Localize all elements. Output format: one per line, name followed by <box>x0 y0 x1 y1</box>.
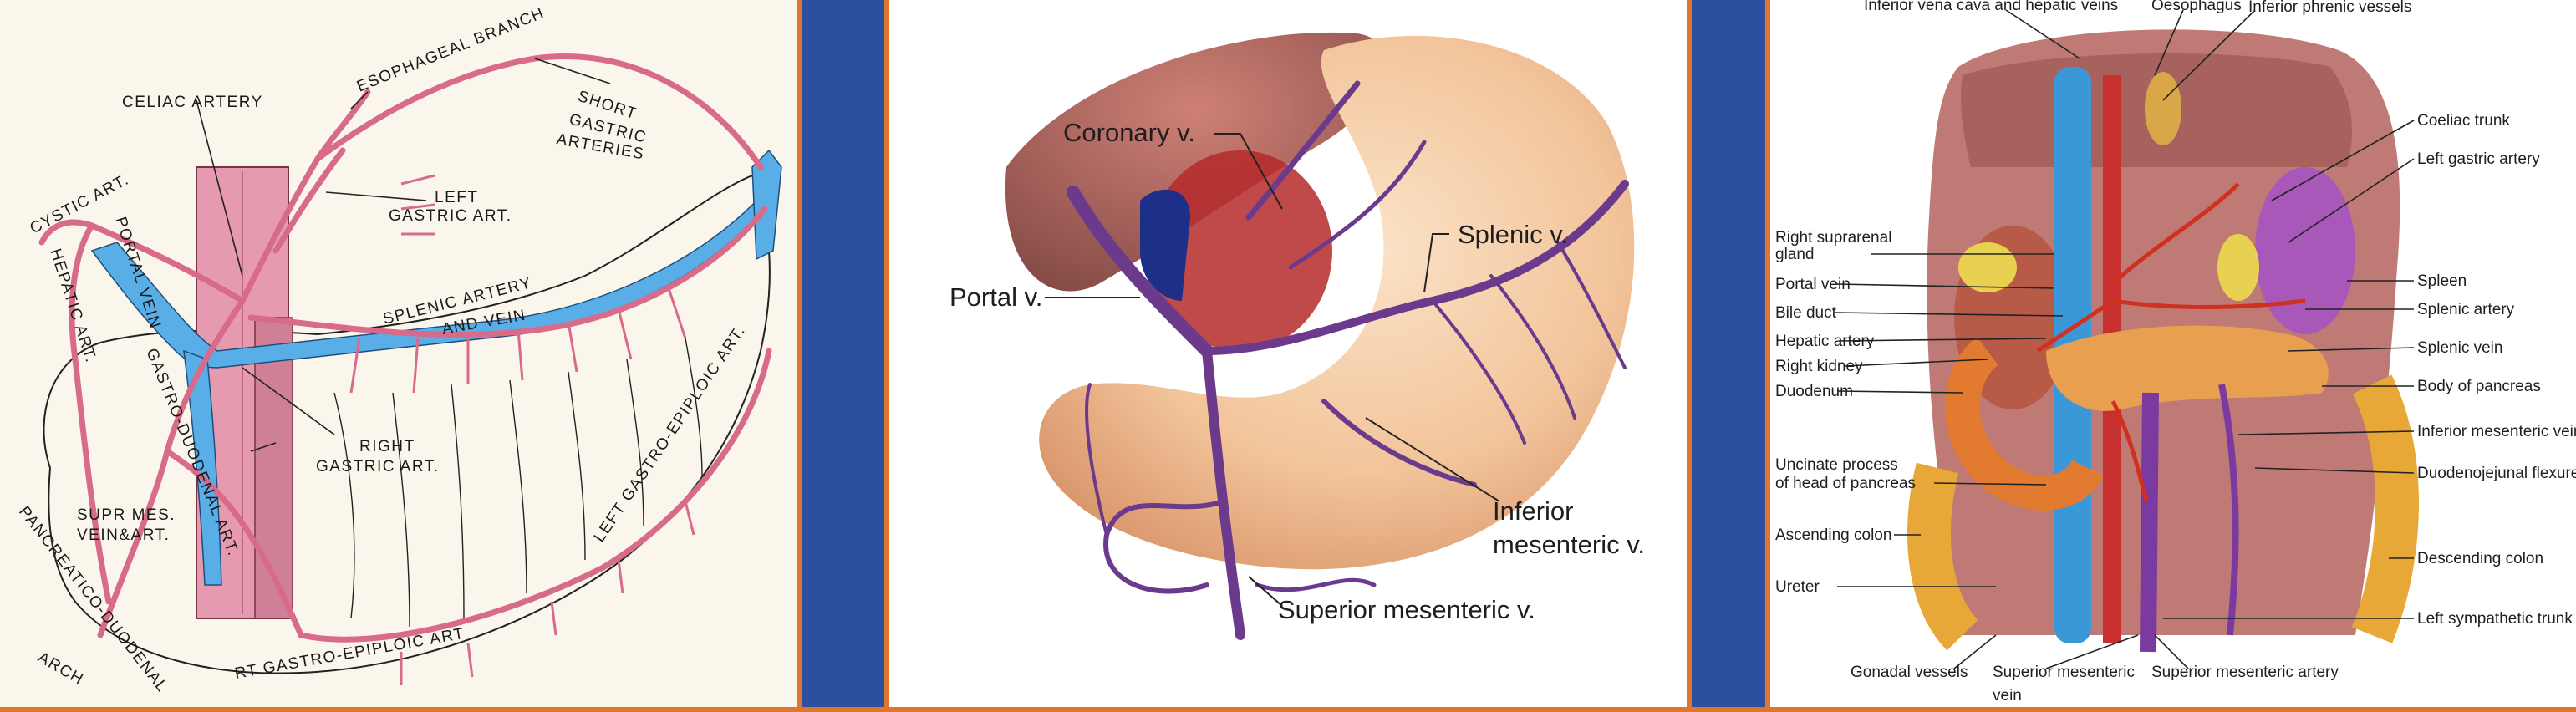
duodenum-shape <box>1148 150 1332 351</box>
label-left-gastro-epiploic: LEFT GASTRO-EPIPLOIC ART. <box>591 323 750 546</box>
label-ascending-colon: Ascending colon <box>1775 526 1891 544</box>
label-right-kidney: Right kidney <box>1775 358 1863 375</box>
label-body-of-pancreas: Body of pancreas <box>2417 378 2541 395</box>
arterial-network <box>38 53 772 643</box>
label-superior-mes-vein-1: Superior mesenteric <box>1993 664 2135 681</box>
label-coronary-v: Coronary v. <box>1063 118 1195 147</box>
label-right-suprarenal-2: gland <box>1775 246 1815 263</box>
label-left-gastric-1: LEFT <box>435 189 478 206</box>
portal-venous-drawing: Coronary v. Portal v. Splenic v. Inferio… <box>949 32 1645 640</box>
venous-network <box>1067 80 1629 640</box>
label-inferior-mes-2: mesenteric v. <box>1493 530 1645 559</box>
label-descending-colon: Descending colon <box>2417 550 2543 567</box>
label-splenic-vein: Splenic vein <box>2417 339 2502 357</box>
label-splenic-artery: Splenic artery <box>2417 301 2515 318</box>
label-ivc-hepatic: Inferior vena cava and hepatic veins <box>1864 0 2118 14</box>
label-superior-mes-v: Superior mesenteric v. <box>1278 595 1535 624</box>
label-ureter: Ureter <box>1775 578 1820 596</box>
label-left-sympathetic: Left sympathetic trunk <box>2417 610 2573 628</box>
label-inferior-mes-1: Inferior <box>1493 496 1573 526</box>
panel-arterial-sketch: CELIAC ARTERY ESOPHAGEAL BRANCH SHORT GA… <box>0 0 802 712</box>
ivc-shape <box>1140 189 1190 301</box>
stomach-shape <box>1039 35 1635 570</box>
pancreas-shape <box>2046 325 2329 411</box>
label-celiac-artery: CELIAC ARTERY <box>122 94 263 111</box>
panel-posterior-abdomen: Inferior vena cava and hepatic veins Oes… <box>1765 0 2576 712</box>
label-uncinate-1: Uncinate process <box>1775 456 1898 474</box>
label-hepatic-artery: Hepatic artery <box>1775 333 1875 350</box>
label-sup-mes-2: VEIN&ART. <box>77 526 170 544</box>
descending-colon-shape <box>2351 374 2419 643</box>
ascending-colon-shape <box>1907 462 1979 651</box>
posterior-abdomen-drawing: Inferior vena cava and hepatic veins Oes… <box>1775 0 2576 704</box>
label-portal-v: Portal v. <box>949 282 1042 312</box>
divider-strip-2 <box>1697 0 1765 712</box>
oesophagus-shape <box>2145 72 2181 145</box>
smv-vessel <box>2140 392 2159 653</box>
label-splenic-v: Splenic v. <box>1458 220 1568 249</box>
spleen-shape <box>2255 167 2355 334</box>
label-duodenum: Duodenum <box>1775 383 1853 400</box>
label-coeliac-trunk: Coeliac trunk <box>2417 112 2510 130</box>
label-rt-gastro-epiploic: RT GASTRO-EPIPLOIC ART <box>233 625 466 683</box>
label-duodenojejunal: Duodenojejunal flexure <box>2417 465 2576 482</box>
label-right-gastric-1: RIGHT <box>359 438 415 455</box>
panel-portal-venous: Coronary v. Portal v. Splenic v. Inferio… <box>884 0 1692 712</box>
label-right-gastric-2: GASTRIC ART. <box>316 458 440 476</box>
label-gonadal: Gonadal vessels <box>1851 664 1968 681</box>
label-uncinate-2: of head of pancreas <box>1775 475 1916 492</box>
leader-lines <box>196 58 611 452</box>
label-left-gastric: Left gastric artery <box>2417 150 2540 168</box>
label-bile-duct: Bile duct <box>1775 304 1837 322</box>
arterial-branches-3 <box>2036 182 2306 502</box>
label-left-gastric-2: GASTRIC ART. <box>389 207 512 225</box>
label-superior-mes-artery: Superior mesenteric artery <box>2151 664 2339 681</box>
label-pancreatico-duodenal-2: ARCH <box>35 648 87 689</box>
bottom-rule <box>0 707 2576 712</box>
leader-lines-2 <box>1045 133 1500 607</box>
label-superior-mes-vein-2: vein <box>1993 687 2022 704</box>
label-inferior-phrenic: Inferior phrenic vessels <box>2248 0 2411 16</box>
divider-strip-1 <box>807 0 884 712</box>
label-inferior-mesenteric-vein: Inferior mesenteric vein <box>2417 423 2576 440</box>
label-oesophagus: Oesophagus <box>2151 0 2242 14</box>
arterial-sketch-drawing: CELIAC ARTERY ESOPHAGEAL BRANCH SHORT GA… <box>15 4 782 696</box>
label-right-suprarenal-1: Right suprarenal <box>1775 229 1891 247</box>
adrenal-shape <box>1958 242 2017 292</box>
label-sup-mes-1: SUPR MES. <box>77 506 176 524</box>
label-portal-vein: Portal vein <box>1775 276 1851 293</box>
leader-lines-3 <box>1835 9 2415 669</box>
duodenum-shape-3 <box>1945 337 2104 511</box>
label-spleen: Spleen <box>2417 272 2467 290</box>
